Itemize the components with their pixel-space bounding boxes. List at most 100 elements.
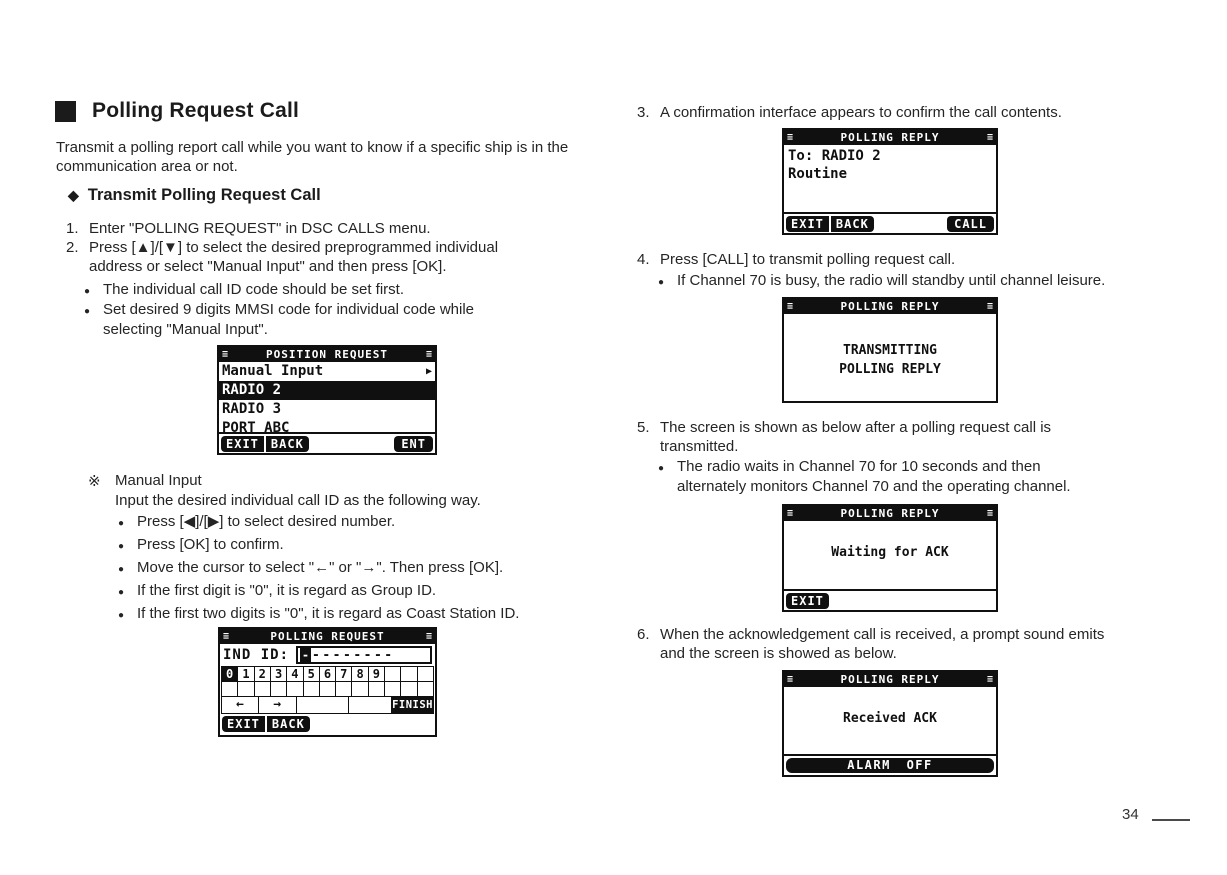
keypad-key-5[interactable]: 5: [303, 667, 320, 682]
manual-input-bullet: ● Move the cursor to select "←" or "→". …: [118, 558, 578, 580]
menu-item-port-abc[interactable]: PORT ABC: [219, 419, 435, 432]
subsection-title: Transmit Polling Request Call: [87, 186, 321, 204]
softkey-exit[interactable]: EXIT: [227, 716, 260, 731]
bullet-text: Press [◀]/[▶] to select desired number.: [137, 513, 396, 530]
keypad-key-8[interactable]: 8: [352, 667, 369, 682]
bullet-icon: ●: [84, 286, 91, 297]
lcd-titlebar: ≡ POSITION REQUEST ≡: [219, 347, 435, 362]
keypad-blank: [385, 682, 402, 697]
softkey-group: EXIT BACK: [221, 435, 309, 452]
step-text: A confirmation interface appears to conf…: [660, 104, 1062, 121]
bullet-text: Press [OK] to confirm.: [137, 536, 284, 553]
menu-icon: ≡: [986, 132, 993, 143]
menu-item-label: RADIO 2: [222, 382, 282, 398]
softkey-exit[interactable]: EXIT: [791, 593, 824, 608]
keypad-blank: [254, 682, 271, 697]
softkey-back[interactable]: BACK: [828, 215, 874, 232]
step-text: The screen is shown as below after a pol…: [660, 419, 1052, 455]
input-cursor: -: [300, 648, 312, 662]
keypad-key-0[interactable]: 0: [222, 667, 239, 682]
digit-keypad: 0 1 2 3 4 5 6 7 8 9: [221, 666, 434, 697]
softkey-call[interactable]: CALL: [947, 215, 994, 232]
alarm-off-button[interactable]: ALARM OFF: [786, 758, 994, 773]
lcd-message-body: Waiting for ACK: [784, 521, 996, 591]
bullet-icon: ●: [658, 277, 665, 288]
keypad-key-9[interactable]: 9: [368, 667, 386, 682]
softkey-group: EXIT BACK: [222, 715, 310, 732]
step-number: 2.: [66, 239, 79, 256]
step-5-bullet: ● The radio waits in Channel 70 for 10 s…: [658, 457, 1096, 496]
keypad-key-3[interactable]: 3: [270, 667, 288, 682]
keypad-blank: [401, 682, 418, 697]
lcd-message-body: Received ACK: [784, 687, 996, 756]
keypad-key-6[interactable]: 6: [319, 667, 337, 682]
ind-id-label: IND ID:: [223, 647, 290, 663]
lcd-message-body: To: RADIO 2 Routine: [784, 145, 996, 214]
ind-id-field[interactable]: - --------: [296, 646, 432, 664]
lcd-title-text: POSITION REQUEST: [266, 348, 388, 361]
step-1: 1. Enter "POLLING REQUEST" in DSC CALLS …: [66, 219, 566, 238]
nav-key-left-arrow[interactable]: ←: [222, 697, 259, 714]
lcd-screen-waiting-ack: ≡ POLLING REPLY ≡ Waiting for ACK EXIT: [782, 504, 998, 612]
softkey-back[interactable]: BACK: [264, 715, 310, 732]
bullet-icon: ●: [84, 306, 91, 317]
status-line: Waiting for ACK: [831, 545, 949, 560]
menu-item-manual-input[interactable]: Manual Input ▶: [219, 362, 435, 381]
page-number: 34: [1122, 806, 1139, 823]
keypad-blank: [287, 682, 304, 697]
section-marker-square: [55, 100, 76, 122]
keypad-blank: [352, 682, 369, 697]
step-text: Press [▲]/[▼] to select the desired prep…: [89, 239, 499, 275]
keypad-key-2[interactable]: 2: [254, 667, 271, 682]
nav-key-right-arrow[interactable]: →: [258, 697, 297, 714]
step-4-bullet: ● If Channel 70 is busy, the radio will …: [658, 271, 1128, 293]
lcd-titlebar: ≡ POLLING REQUEST ≡: [220, 629, 435, 644]
bullet-icon: ●: [118, 518, 125, 529]
softkey-ent[interactable]: ENT: [394, 435, 433, 452]
keypad-key-4[interactable]: 4: [287, 667, 304, 682]
lcd-title-text: POLLING REQUEST: [270, 630, 385, 643]
softkey-back[interactable]: BACK: [263, 435, 309, 452]
status-line: POLLING REPLY: [839, 362, 941, 377]
keypad-blank: [303, 682, 320, 697]
keypad-key-1[interactable]: 1: [238, 667, 255, 682]
menu-icon: ≡: [787, 674, 794, 685]
section-header: Polling Request Call: [55, 99, 299, 123]
bullet-text: If the first two digits is "0", it is re…: [137, 605, 520, 622]
bullet-text: The individual call ID code should be se…: [103, 281, 404, 298]
bullet-icon: ●: [118, 587, 125, 598]
finish-key[interactable]: FINISH: [392, 697, 434, 714]
menu-item-label: RADIO 3: [222, 401, 282, 417]
keypad-blank: [270, 682, 288, 697]
menu-item-radio3[interactable]: RADIO 3: [219, 400, 435, 419]
lcd-title-text: POLLING REPLY: [840, 673, 940, 686]
menu-icon: ≡: [425, 631, 432, 642]
lcd-title-text: POLLING REPLY: [840, 300, 940, 313]
step-number: 3.: [637, 104, 650, 121]
call-category-line: Routine: [788, 166, 848, 182]
menu-item-radio2-selected[interactable]: RADIO 2: [219, 381, 435, 400]
keypad-blank: [417, 667, 434, 682]
menu-icon: ≡: [986, 301, 993, 312]
diamond-icon: ◆: [68, 187, 79, 203]
softkey-group: EXIT: [786, 592, 829, 609]
menu-icon: ≡: [223, 631, 230, 642]
step-number: 5.: [637, 419, 650, 436]
call-to-line: To: RADIO 2: [788, 148, 881, 164]
manual-input-bullets: ● Press [◀]/[▶] to select desired number…: [118, 512, 578, 627]
menu-icon: ≡: [787, 301, 794, 312]
softkey-exit[interactable]: EXIT: [791, 216, 824, 231]
page-number-rule: [1152, 819, 1190, 821]
ind-id-value: --------: [312, 647, 395, 663]
keypad-key-7[interactable]: 7: [336, 667, 353, 682]
step-text: When the acknowledgement call is receive…: [660, 626, 1105, 662]
lcd-message-body: TRANSMITTING POLLING REPLY: [784, 314, 996, 401]
bullet-text: The radio waits in Channel 70 for 10 sec…: [677, 458, 1071, 495]
lcd-screen-polling-request: ≡ POLLING REQUEST ≡ IND ID: - -------- 0…: [218, 627, 437, 737]
bullet-icon: ●: [658, 463, 665, 474]
keypad-blank: [222, 682, 239, 697]
step-6: 6. When the acknowledgement call is rece…: [637, 625, 1107, 663]
menu-icon: ≡: [787, 132, 794, 143]
softkey-exit[interactable]: EXIT: [226, 436, 259, 451]
